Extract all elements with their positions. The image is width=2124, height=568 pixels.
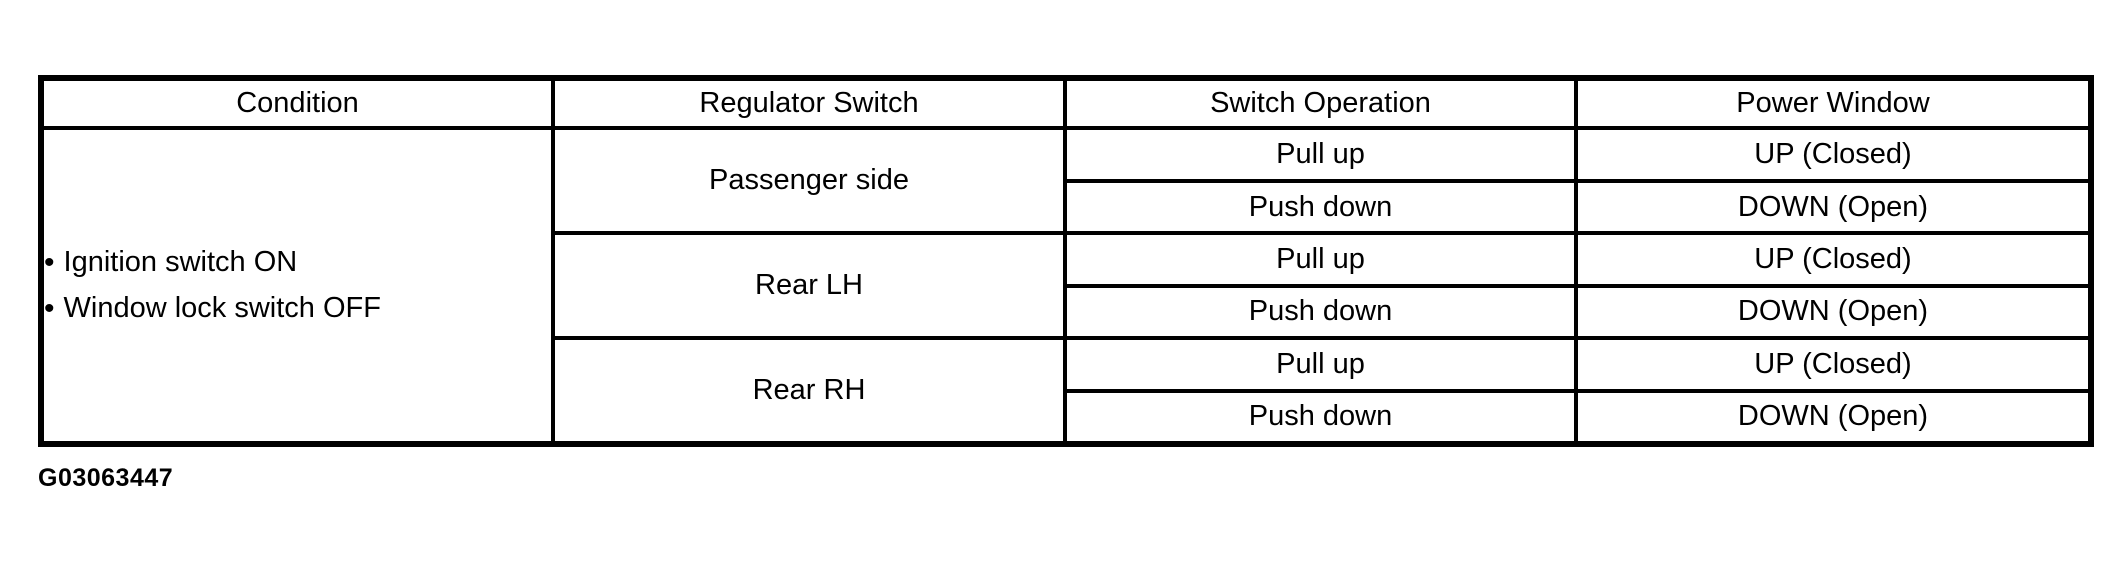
condition-item-label: Window lock switch OFF xyxy=(63,292,381,325)
table-row: Push down DOWN (Open) xyxy=(41,178,2093,236)
table-header-row: Condition Regulator Switch Switch Operat… xyxy=(39,75,2093,131)
table-row: • Ignition switch ON • Window lock switc… xyxy=(39,126,2093,446)
power-window-cell: UP (Closed) xyxy=(1574,231,2093,288)
power-window-cell: DOWN (Open) xyxy=(1574,178,2093,236)
bullet-icon: • xyxy=(44,245,55,279)
power-window-cell: UP (Closed) xyxy=(1574,336,2093,393)
power-window-cell: DOWN (Open) xyxy=(1574,388,2093,447)
switch-operation-cell: Push down xyxy=(1063,178,1578,236)
switch-operation-cell: Push down xyxy=(1063,388,1578,447)
header-cell-power-window: Power Window xyxy=(1574,75,2093,131)
switch-operation-cell: Pull up xyxy=(1063,231,1578,288)
figure-id-label: G03063447 xyxy=(38,464,174,492)
regulator-cell-passenger-side: Passenger side xyxy=(551,126,1067,236)
condition-item: • Window lock switch OFF xyxy=(44,286,549,332)
power-window-cell: UP (Closed) xyxy=(1574,126,2093,183)
header-cell-regulator-switch: Regulator Switch xyxy=(551,75,1067,131)
regulator-cell-rear-rh: Rear RH xyxy=(551,336,1067,446)
switch-operation-cell: Pull up xyxy=(1063,336,1578,393)
condition-item: • Ignition switch ON xyxy=(44,240,549,286)
regulator-cell-rear-lh: Rear LH xyxy=(551,231,1067,341)
switch-operation-cell: Push down xyxy=(1063,283,1578,341)
table-row: Rear RH Pull up UP (Closed) xyxy=(41,336,2093,446)
header-cell-condition: Condition xyxy=(39,75,555,131)
table-row: Push down DOWN (Open) xyxy=(41,388,2093,447)
table-row: Rear LH Pull up UP (Closed) xyxy=(41,231,2093,341)
condition-item-label: Ignition switch ON xyxy=(63,246,298,279)
table-row: Push down DOWN (Open) xyxy=(41,283,2093,341)
power-window-cell: DOWN (Open) xyxy=(1574,283,2093,341)
power-window-operation-table: Condition Regulator Switch Switch Operat… xyxy=(38,75,2094,447)
header-cell-switch-operation: Switch Operation xyxy=(1063,75,1578,131)
bullet-icon: • xyxy=(44,291,55,325)
condition-cell: • Ignition switch ON • Window lock switc… xyxy=(39,126,555,446)
switch-operation-cell: Pull up xyxy=(1063,126,1578,183)
